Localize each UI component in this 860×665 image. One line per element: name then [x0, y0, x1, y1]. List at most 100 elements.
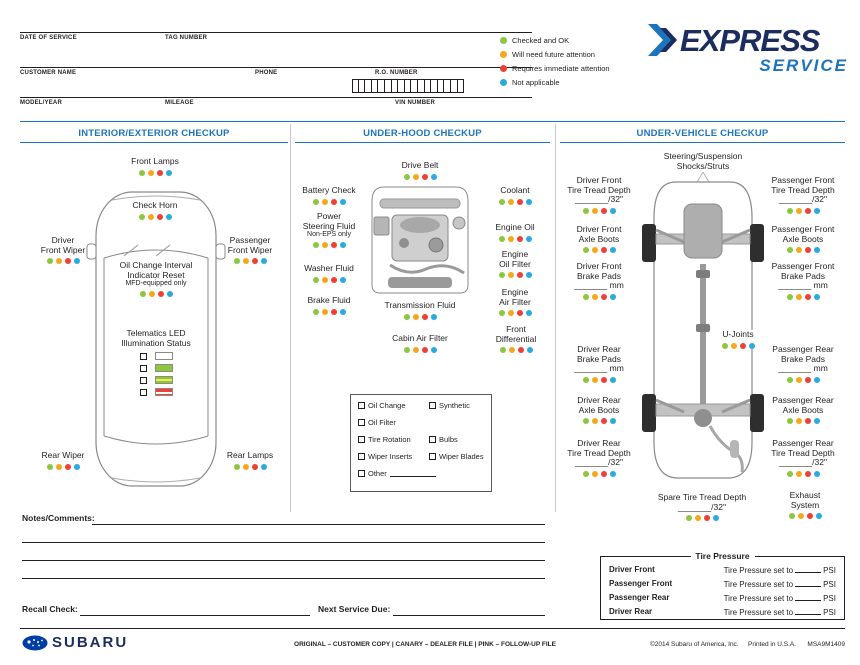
legend-label-future: Will need future attention — [512, 50, 595, 59]
oil-change-interval-status-dots[interactable] — [106, 291, 206, 298]
power-steering-status-dots[interactable] — [291, 242, 367, 249]
section-title-under-vehicle: UNDER-VEHICLE CHECKUP — [636, 128, 769, 139]
check-battery: Battery Check — [293, 185, 365, 205]
model-year-field[interactable] — [20, 97, 532, 98]
brake-pad-blank[interactable]: _______ mm — [574, 280, 624, 291]
notes-line[interactable] — [22, 578, 545, 579]
passenger-front-tread-status-dots[interactable] — [760, 207, 846, 214]
driver-front-tread-status-dots[interactable] — [556, 207, 642, 214]
wiper-inserts-checkbox[interactable] — [358, 453, 365, 460]
bulbs-checkbox[interactable] — [429, 436, 436, 443]
passenger-rear-brake-status-dots[interactable] — [760, 376, 846, 383]
transmission-fluid-status-dots[interactable] — [368, 313, 472, 320]
brake-pad-blank[interactable]: _______ mm — [778, 363, 828, 374]
rear-left-tire — [642, 394, 656, 432]
next-service-field[interactable] — [393, 615, 545, 616]
passenger-rear-tread-status-dots[interactable] — [760, 470, 846, 477]
spare-tread-status-dots[interactable] — [647, 515, 757, 522]
telematics-checkbox[interactable] — [139, 376, 147, 384]
psi-blank[interactable] — [795, 607, 822, 615]
driver-front-axle-status-dots[interactable] — [556, 247, 642, 254]
legend-row: Checked and OK — [500, 36, 610, 45]
printed-text: Printed in U.S.A. — [748, 641, 797, 648]
driver-rear-tread-status-dots[interactable] — [556, 470, 642, 477]
driver-front-axle-label: Driver Front Axle Boots — [576, 224, 622, 244]
telematics-led-row — [106, 352, 206, 361]
front-lamps-status-dots[interactable] — [110, 169, 200, 176]
battery-status-dots[interactable] — [293, 198, 365, 205]
driver-rear-brake-status-dots[interactable] — [556, 376, 642, 383]
check-engine-oil: Engine Oil — [479, 222, 551, 242]
rear-lamps-status-dots[interactable] — [207, 463, 293, 470]
telematics-checkbox[interactable] — [139, 364, 147, 372]
date-of-service-label: DATE OF SERVICE — [20, 35, 77, 41]
front-differential-status-dots[interactable] — [483, 347, 549, 354]
tread-depth-blank[interactable]: _______/32" — [779, 457, 827, 468]
engine-oil-status-dots[interactable] — [479, 235, 551, 242]
synthetic-checkbox[interactable] — [429, 402, 436, 409]
tire-rotation-checkbox[interactable] — [358, 436, 365, 443]
coolant-label: Coolant — [500, 185, 530, 195]
service-synthetic: Synthetic — [429, 401, 470, 410]
driver-front-wiper-status-dots[interactable] — [23, 258, 103, 265]
other-checkbox[interactable] — [358, 470, 365, 477]
drive-belt-status-dots[interactable] — [375, 173, 465, 180]
engine-oil-filter-status-dots[interactable] — [481, 272, 549, 279]
driver-rear-axle-status-dots[interactable] — [556, 418, 642, 425]
telematics-checkbox[interactable] — [139, 352, 147, 360]
exhaust-status-dots[interactable] — [770, 513, 840, 520]
wiper-blades-checkbox[interactable] — [429, 453, 436, 460]
passenger-front-axle-status-dots[interactable] — [760, 247, 846, 254]
check-front-lamps: Front Lamps — [110, 156, 200, 176]
double-chevron-icon — [648, 24, 677, 56]
coolant-status-dots[interactable] — [479, 198, 551, 205]
tread-depth-blank[interactable]: _______/32" — [779, 194, 827, 205]
tread-depth-blank[interactable]: _______/32" — [575, 457, 623, 468]
check-horn-status-dots[interactable] — [110, 213, 200, 220]
passenger-front-brake-status-dots[interactable] — [760, 293, 846, 300]
notes-line[interactable] — [22, 542, 545, 543]
drive-belt-label: Drive Belt — [401, 160, 439, 170]
tread-depth-blank[interactable]: _______/32" — [575, 194, 623, 205]
service-wiper-blades: Wiper Blades — [429, 452, 484, 461]
psi-blank[interactable] — [795, 565, 822, 573]
front-differential-label: Front Differential — [495, 324, 537, 344]
led-bar-striped-icon — [154, 376, 173, 385]
notes-line[interactable] — [92, 524, 545, 525]
vin-comb-field[interactable] — [352, 79, 465, 93]
telematics-led-row — [106, 376, 206, 385]
brake-fluid-status-dots[interactable] — [291, 308, 367, 315]
engine-air-filter-status-dots[interactable] — [481, 310, 549, 317]
brake-pad-blank[interactable]: _______ mm — [574, 363, 624, 374]
rear-wiper-status-dots[interactable] — [23, 463, 103, 470]
washer-fluid-status-dots[interactable] — [291, 276, 367, 283]
passenger-front-wiper-status-dots[interactable] — [207, 258, 293, 265]
psi-blank[interactable] — [795, 579, 822, 587]
customer-name-field[interactable] — [20, 67, 532, 68]
telematics-checkbox[interactable] — [139, 388, 147, 396]
brake-pad-blank[interactable]: _______ mm — [778, 280, 828, 291]
oil-change-interval-label: Oil Change Interval Indicator Reset — [119, 260, 193, 280]
oil-filter-checkbox[interactable] — [358, 419, 365, 426]
u-joints-status-dots[interactable] — [710, 342, 766, 349]
notes-line[interactable] — [22, 560, 545, 561]
check-exhaust-system: Exhaust System — [770, 490, 840, 520]
service-other: Other — [358, 469, 436, 478]
recall-check-field[interactable] — [80, 615, 310, 616]
psi-blank[interactable] — [795, 593, 822, 601]
ro-number-label: R.O. NUMBER — [375, 70, 418, 76]
oil-change-checkbox[interactable] — [358, 402, 365, 409]
other-blank[interactable] — [389, 470, 436, 477]
driver-front-brake-status-dots[interactable] — [556, 293, 642, 300]
tread-depth-blank[interactable]: _______/32" — [678, 501, 726, 512]
cabin-air-filter-status-dots[interactable] — [370, 346, 470, 353]
date-of-service-field[interactable] — [20, 32, 532, 33]
passenger-rear-axle-status-dots[interactable] — [760, 418, 846, 425]
front-lamps-label: Front Lamps — [131, 156, 179, 166]
service-wiper-inserts: Wiper Inserts — [358, 452, 412, 461]
